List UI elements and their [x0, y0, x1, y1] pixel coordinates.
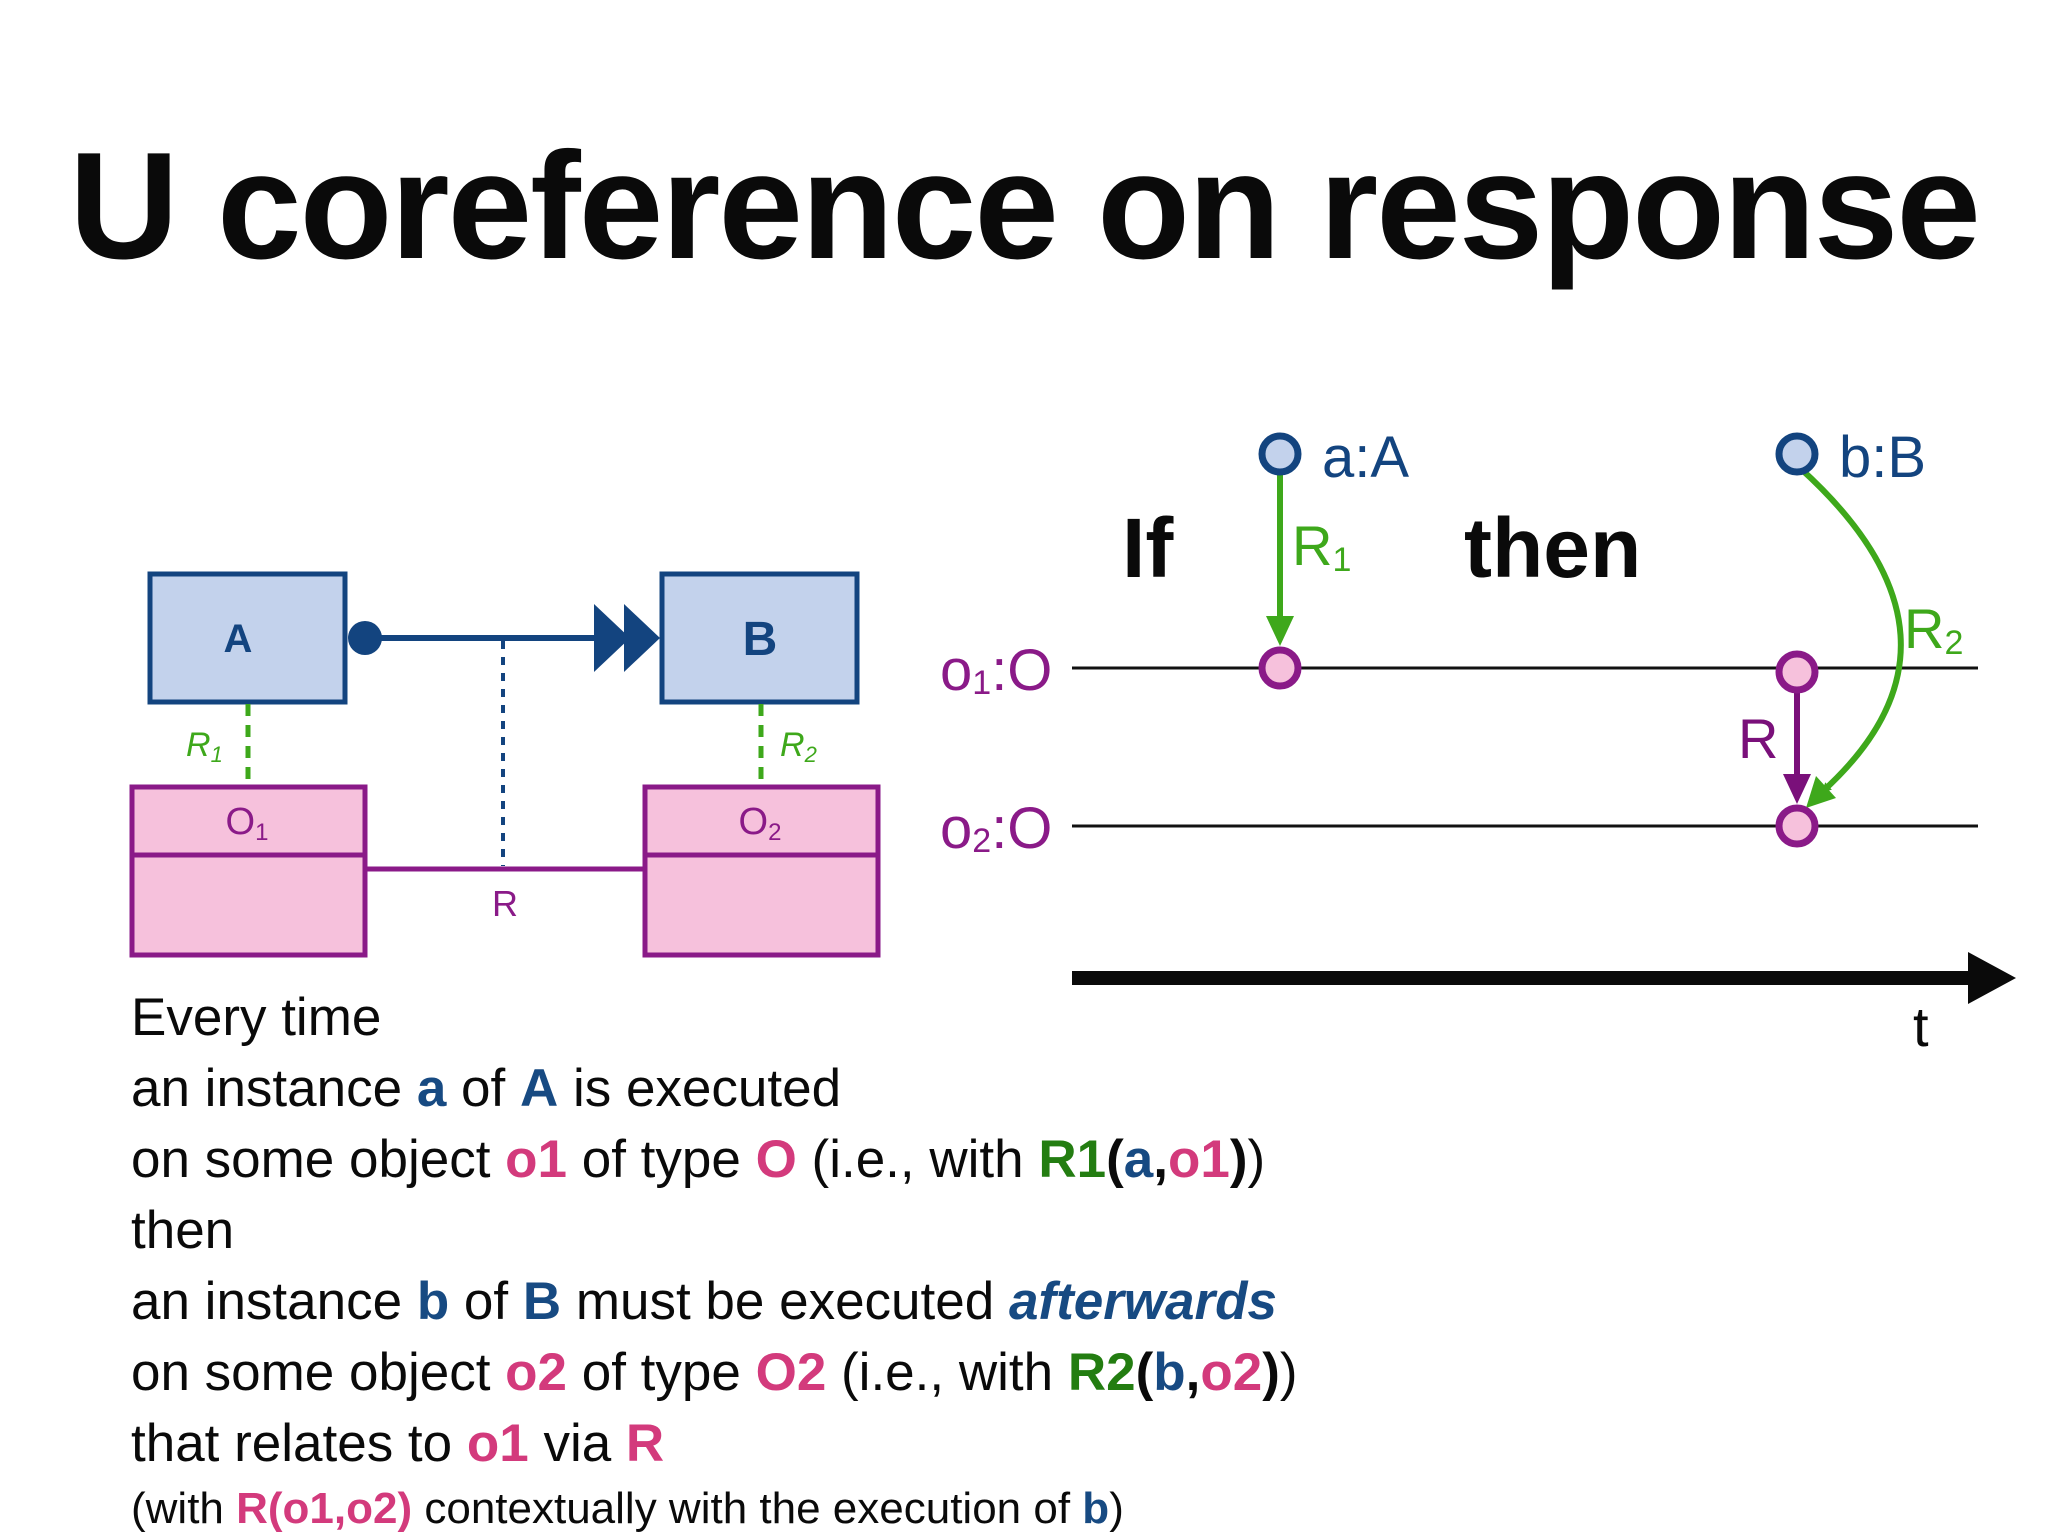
explanation-run: (i.e., with [826, 1343, 1068, 1402]
explanation-run: Every time [131, 988, 382, 1047]
explanation-run: A [519, 1059, 559, 1118]
explanation-run: o2 [1200, 1343, 1263, 1402]
explanation-run: b [416, 1272, 450, 1331]
class-o2-label: O2 [739, 801, 782, 846]
explanation-run: an instance [131, 1272, 417, 1331]
explanation-run: ) [1279, 1343, 1298, 1402]
r-arrow-label: R [1738, 707, 1778, 770]
explanation-run: (with [131, 1484, 237, 1533]
explanation-run: of [449, 1272, 523, 1331]
explanation-line: on some object o2 of type O2 (i.e., with… [131, 1337, 1298, 1408]
r2-curved-arrow [1797, 465, 1904, 795]
o1-instance-node-a [1258, 646, 1302, 690]
event-b-label: b:B [1839, 425, 1926, 490]
explanation-run: then [131, 1201, 235, 1260]
explanation-run: on some object [131, 1130, 506, 1189]
explanation-run: o2 [505, 1343, 568, 1402]
if-label: If [1122, 501, 1174, 595]
class-o1-label: O1 [226, 801, 269, 846]
explanation-run: , [1185, 1343, 1201, 1402]
activity-b-label: B [743, 613, 778, 666]
explanation-line: that relates to o1 via R [131, 1408, 1298, 1479]
explanation-run: of type [567, 1343, 756, 1402]
explanation-line: Every time [131, 982, 1298, 1053]
explanation-text: Every time an instance a of A is executed… [131, 982, 1298, 1539]
explanation-run: a [1123, 1130, 1154, 1189]
time-axis-label: t [1913, 995, 1929, 1058]
class-o2-box [642, 784, 881, 958]
r1-arrowhead [1266, 616, 1294, 646]
explanation-run: ( [1135, 1343, 1154, 1402]
explanation-run: R2 [1067, 1343, 1136, 1402]
explanation-line: an instance a of A is executed [131, 1053, 1298, 1124]
explanation-line: an instance b of B must be executed afte… [131, 1266, 1298, 1337]
explanation-run: , [1153, 1130, 1168, 1189]
lane-o2-label: o2:O [940, 796, 1052, 861]
explanation-run: must be executed [561, 1272, 1009, 1331]
r2-arrowhead [1806, 776, 1836, 808]
explanation-run: of [446, 1059, 520, 1118]
then-label: then [1464, 501, 1641, 595]
explanation-run: O [755, 1130, 797, 1189]
timeline: If then o1:O o2:O R1 a:A R2 b:B R t [940, 425, 2016, 1058]
response-source-dot [348, 621, 382, 655]
class-o1-box [129, 784, 368, 958]
activity-b-box [659, 571, 860, 705]
class-diagram: A B R1 R2 R O1 O2 [129, 571, 881, 958]
r1-arrow-label: R1 [1292, 514, 1351, 579]
explanation-run: R(o1,o2) [236, 1484, 413, 1533]
explanation-run: O2 [755, 1343, 827, 1402]
explanation-run: ) [1109, 1484, 1124, 1533]
explanation-run: contextually with the execution of [412, 1484, 1083, 1533]
explanation-run: o1 [505, 1130, 568, 1189]
association-r-label: R [492, 883, 518, 924]
explanation-run: R [625, 1414, 665, 1473]
lane-o1-label: o1:O [940, 638, 1052, 703]
response-double-arrowhead [594, 604, 630, 672]
time-axis-arrowhead [1968, 952, 2016, 1004]
event-a-label: a:A [1322, 425, 1409, 490]
explanation-run: ) [1229, 1130, 1248, 1189]
explanation-run: b [1153, 1343, 1186, 1402]
explanation-run: ) [1262, 1343, 1280, 1402]
event-a-node [1258, 432, 1302, 476]
explanation-run: ( [1106, 1130, 1124, 1189]
explanation-run: b [1082, 1484, 1110, 1533]
explanation-line: then [131, 1195, 1298, 1266]
explanation-run: of type [567, 1130, 756, 1189]
explanation-run: an instance [131, 1059, 417, 1118]
relation-r1-label: R1 [186, 726, 223, 767]
r2-arrow-label: R2 [1904, 597, 1963, 662]
o2-instance-node [1775, 804, 1819, 848]
explanation-run: (i.e., with [796, 1130, 1039, 1189]
explanation-run: ) [1247, 1130, 1266, 1189]
event-b-node [1775, 432, 1819, 476]
response-double-arrowhead-second [624, 604, 660, 672]
activity-a-label: A [224, 617, 253, 661]
explanation-run: on some object [131, 1343, 506, 1402]
explanation-run: via [528, 1414, 626, 1473]
explanation-run: a [416, 1059, 447, 1118]
slide-title: U coreference on response [69, 121, 1981, 291]
explanation-run: B [522, 1272, 562, 1331]
explanation-run: R1 [1038, 1130, 1107, 1189]
explanation-line: (with R(o1,o2) contextually with the exe… [131, 1479, 1298, 1539]
relation-r2-label: R2 [780, 726, 817, 767]
o1-instance-node-b [1775, 650, 1819, 694]
r-arrowhead [1783, 774, 1811, 804]
explanation-run: afterwards [1008, 1272, 1277, 1331]
explanation-run: o1 [466, 1414, 529, 1473]
explanation-run: o1 [1167, 1130, 1230, 1189]
activity-a-box [147, 571, 348, 705]
explanation-run: that relates to [131, 1414, 467, 1473]
explanation-line: on some object o1 of type O (i.e., with … [131, 1124, 1298, 1195]
explanation-run: is executed [558, 1059, 842, 1118]
